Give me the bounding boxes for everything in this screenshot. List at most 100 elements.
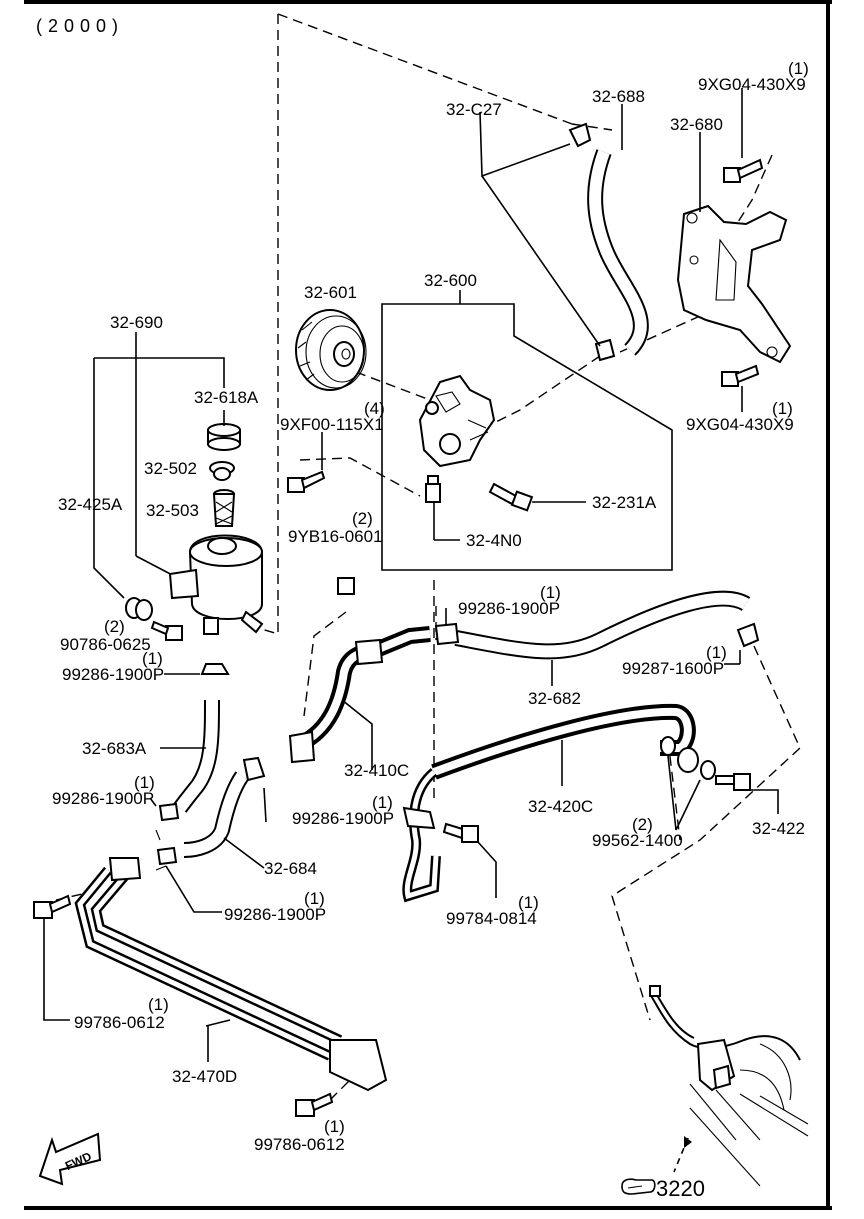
fitting-32-4N0 [425, 475, 460, 541]
label-99286-b: 99286-1900P [458, 599, 560, 618]
pipe-32-410C [288, 577, 431, 770]
reservoir [168, 534, 264, 635]
label-32-601: 32-601 [304, 283, 357, 302]
labels: 32-C27 32-688 (1) 9XG04-430X9 32-680 32-… [52, 59, 809, 1201]
label-32-680: 32-680 [670, 115, 723, 134]
qty-99562: (2) [632, 815, 653, 834]
qty-99286-c: (1) [134, 773, 155, 792]
label-99287: 99287-1600P [622, 659, 724, 678]
label-9XF: 9XF00-115X1 [280, 415, 384, 434]
qty-99286-a: (1) [142, 649, 163, 668]
label-99786-b: 99786-0612 [254, 1135, 345, 1154]
hose-32-684 [183, 756, 266, 869]
cooler-pipe-32-470D [74, 829, 388, 1092]
label-9YB: 9YB16-0601 [288, 527, 383, 546]
bolt-99784 [442, 822, 497, 898]
label-9XG-top: 9XG04-430X9 [698, 75, 806, 94]
reservoir-frame-left [93, 358, 125, 599]
seal-32-502 [209, 461, 235, 481]
qty-99286-d: (1) [372, 793, 393, 812]
top-rule [24, 0, 832, 4]
year-header: (2000) [36, 16, 124, 36]
assembly-dash-left [257, 14, 279, 635]
bolt-9XG04-top [723, 88, 764, 183]
pipe-32-420C [402, 703, 696, 903]
qty-9XG-top: (1) [788, 59, 809, 78]
bracket-dash [737, 154, 773, 223]
qty-90786: (2) [104, 617, 125, 636]
label-32-690: 32-690 [110, 313, 163, 332]
label-32-600: 32-600 [424, 271, 477, 290]
bolt-99786-a [33, 894, 72, 1021]
filter-32-503 [212, 489, 236, 527]
clamp-dash [303, 611, 347, 717]
switch-32-231A [488, 482, 586, 512]
label-90786: 90786-0625 [60, 635, 151, 654]
banjo-bolt-32-422 [660, 736, 779, 831]
assembly-dash-c [459, 355, 601, 441]
label-99286-d: 99286-1900P [292, 809, 394, 828]
bolt-9XG04-bottom [721, 364, 760, 412]
reference-number: 3220 [656, 1176, 705, 1201]
qty-9XG-bottom: (1) [772, 399, 793, 418]
label-32-683A: 32-683A [82, 739, 147, 758]
label-99286-e: 99286-1900P [224, 905, 326, 924]
label-32-231A: 32-231A [592, 493, 657, 512]
label-32-502: 32-502 [144, 459, 197, 478]
qty-99786-a: (1) [148, 995, 169, 1014]
label-32-682: 32-682 [528, 689, 581, 708]
bolt-99786-b [295, 1092, 334, 1117]
pulley-dash [355, 371, 431, 401]
cap-32-618A [207, 423, 241, 451]
label-99784: 99784-0814 [446, 909, 537, 928]
hose-32-682 [434, 590, 760, 686]
label-99562: 99562-1400 [592, 831, 683, 850]
clamps-32-C27 [479, 111, 616, 362]
qty-99784: (1) [518, 893, 539, 912]
bolt-dash [299, 457, 421, 497]
pump-body [418, 374, 496, 468]
label-32-4N0: 32-4N0 [466, 531, 522, 550]
label-99286-a: 99286-1900P [62, 665, 164, 684]
qty-99786-b: (1) [324, 1117, 345, 1136]
label-32-422: 32-422 [752, 819, 805, 838]
label-99786-a: 99786-0612 [74, 1013, 165, 1032]
qty-9YB: (2) [352, 509, 373, 528]
label-32-470D: 32-470D [172, 1067, 237, 1086]
qty-99286-e: (1) [304, 889, 325, 908]
label-32-420C: 32-420C [528, 797, 593, 816]
qty-99286-b: (1) [540, 583, 561, 602]
label-32-425A: 32-425A [58, 495, 123, 514]
washer-dash [667, 739, 681, 841]
label-32-684: 32-684 [264, 859, 317, 878]
reservoir-frame [94, 357, 225, 388]
label-32-410C: 32-410C [344, 761, 409, 780]
label-32-618A: 32-618A [194, 388, 259, 407]
pulley-32-601 [295, 309, 367, 391]
assembly-dash [277, 13, 573, 125]
label-32-688: 32-688 [592, 87, 645, 106]
qty-99287: (1) [706, 643, 727, 662]
fwd-arrow-icon: FWD [38, 1132, 102, 1186]
label-32-C27: 32-C27 [446, 100, 502, 119]
label-9XG-bottom: 9XG04-430X9 [686, 415, 794, 434]
steering-gear [649, 985, 809, 1187]
assembly-dash-b [571, 123, 613, 131]
mount-32-425A [125, 597, 183, 641]
bracket-32-680 [676, 132, 792, 364]
return-dash [611, 645, 801, 1021]
reference-hand-icon [621, 1178, 656, 1195]
hose-32-683A [160, 663, 230, 813]
pump-frame [381, 303, 673, 571]
hose-32-688 [587, 104, 649, 356]
clamps-99286 [149, 787, 267, 913]
qty-9XF: (4) [364, 399, 385, 418]
bolt-dash-bottom [329, 1079, 351, 1101]
right-rule [826, 0, 830, 1210]
bottom-rule [24, 1206, 832, 1210]
bolt-9XF00 [287, 432, 326, 493]
label-32-503: 32-503 [146, 501, 199, 520]
label-99286-c: 99286-1900P [52, 789, 154, 808]
